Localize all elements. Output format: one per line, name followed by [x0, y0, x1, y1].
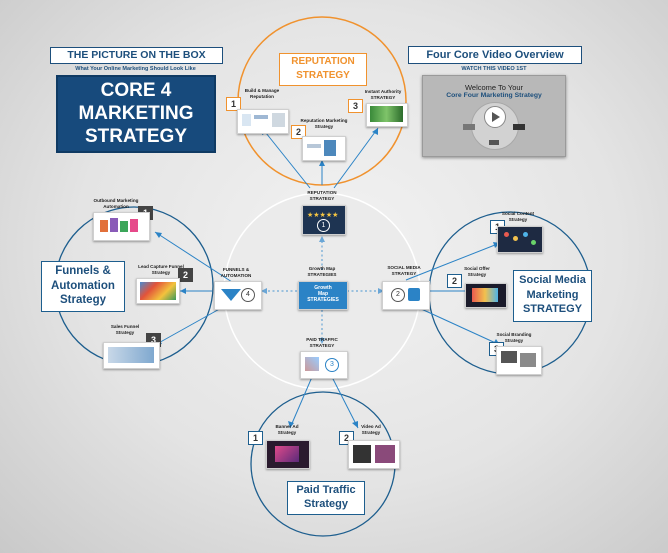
reputation-item-3-thumb[interactable] — [366, 103, 408, 127]
core4-line3: STRATEGY — [84, 126, 188, 147]
core4-line2: MARKETING — [78, 103, 194, 124]
video-overview-title: Four Core Video Overview — [408, 46, 582, 64]
funnels-item-2-thumb[interactable] — [136, 278, 180, 304]
social-node-thumb[interactable]: 2 — [382, 281, 430, 310]
reputation-item-1-thumb[interactable] — [237, 109, 289, 134]
play-icon[interactable] — [484, 106, 506, 128]
funnels-item-1-label: Outbound Marketing Automation — [93, 198, 139, 209]
social-node-label: SOCIAL MEDIA STRATEGY — [387, 265, 421, 276]
reputation-title: REPUTATION STRATEGY — [279, 53, 367, 86]
reputation-num-1: 1 — [226, 97, 241, 111]
reputation-item-1-label: Build & Manage Reputation — [244, 88, 280, 99]
video-overview-text: Core Four Marketing Strategy — [446, 92, 542, 99]
paid-node-label: PAID TRAFFIC STRATEGY — [306, 337, 338, 348]
paid-item-2-label: Video Ad Strategy — [361, 424, 381, 435]
paid-item-1-thumb[interactable] — [266, 440, 310, 469]
social-item-3-thumb[interactable] — [496, 346, 542, 375]
thumbs-up-icon — [408, 288, 420, 301]
funnels-item-3-label: Sales Funnel Strategy — [110, 324, 140, 335]
funnels-item-1-thumb[interactable] — [93, 212, 150, 241]
paid-node-thumb[interactable]: 3 — [300, 351, 348, 379]
box-subtitle: What Your Online Marketing Should Look L… — [75, 66, 196, 72]
video-player[interactable]: Welcome To Your Core Four Marketing Stra… — [422, 75, 566, 157]
reputation-node-thumb[interactable]: ★★★★★ 1 — [302, 205, 346, 235]
funnels-item-3-thumb[interactable] — [103, 342, 160, 369]
funnels-node-thumb[interactable]: 4 — [214, 281, 262, 310]
picture-on-box-title: THE PICTURE ON THE BOX — [50, 47, 223, 64]
social-item-1-thumb[interactable] — [497, 226, 543, 253]
paid-item-2-thumb[interactable] — [348, 440, 400, 469]
paid-traffic-title: Paid Traffic Strategy — [287, 481, 365, 515]
paid-item-1-label: Banner Ad Strategy — [275, 424, 299, 435]
core4-line1: CORE 4 — [100, 80, 172, 101]
social-item-3-label: Social Branding Strategy — [496, 332, 532, 343]
funnels-title: Funnels & Automation Strategy — [41, 261, 125, 312]
funnels-node-label: FUNNELS & AUTOMATION — [220, 267, 252, 278]
core4-banner: CORE 4 MARKETING STRATEGY — [56, 75, 216, 153]
watch-video-label: WATCH THIS VIDEO 1ST — [461, 66, 527, 72]
social-item-2-label: Social Offer Strategy — [464, 266, 490, 277]
paid-num-1: 1 — [248, 431, 263, 445]
reputation-item-3-label: Instant Authority STRATEGY — [364, 89, 402, 100]
reputation-node-label: REPUTATION STRATEGY — [307, 190, 337, 201]
center-label: Growth Map STRATEGIES — [307, 266, 337, 277]
social-num-2: 2 — [447, 274, 462, 288]
video-welcome-text: Welcome To Your — [464, 83, 524, 92]
center-growth-map-thumb[interactable]: Growth Map STRATEGIES — [298, 281, 348, 310]
social-item-2-thumb[interactable] — [465, 283, 507, 308]
funnels-item-2-label: Lead Capture Funnel Strategy — [138, 264, 184, 275]
social-item-1-label: Social Content Strategy — [501, 211, 535, 222]
funnels-num-2: 2 — [178, 268, 193, 282]
reputation-num-2: 2 — [291, 125, 306, 139]
stars-icon: ★★★★★ — [307, 212, 339, 219]
social-title: Social Media Marketing STRATEGY — [513, 270, 592, 322]
reputation-item-2-thumb[interactable] — [302, 136, 346, 161]
reputation-item-2-label: Reputation Marketing Strategy — [300, 118, 348, 129]
reputation-num-3: 3 — [348, 99, 363, 113]
funnel-icon — [221, 289, 241, 301]
